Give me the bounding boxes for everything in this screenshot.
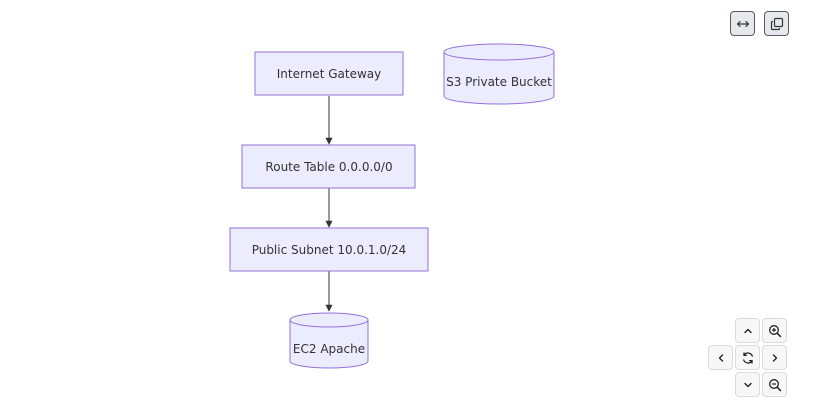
chevron-up-icon [743,328,752,333]
refresh-icon [742,351,753,364]
node-ec2-apache-label: EC2 Apache [293,342,365,356]
zoom-out-icon [768,378,781,391]
node-internet-gateway-label: Internet Gateway [277,67,381,81]
pan-down-button[interactable] [735,372,760,397]
node-s3-private-bucket-label: S3 Private Bucket [446,75,552,89]
node-route-table-label: Route Table 0.0.0.0/0 [265,160,392,174]
zoom-in-icon [768,324,781,337]
arrows-horizontal-icon [736,20,749,27]
chevron-down-icon [743,382,752,387]
chevron-right-icon [772,353,777,362]
node-public-subnet-label: Public Subnet 10.0.1.0/24 [252,243,407,257]
node-route-table[interactable]: Route Table 0.0.0.0/0 [241,144,416,189]
node-s3-private-bucket[interactable]: S3 Private Bucket [443,43,555,105]
node-ec2-apache[interactable]: EC2 Apache [289,312,369,369]
chevron-left-icon [718,353,723,362]
node-public-subnet[interactable]: Public Subnet 10.0.1.0/24 [229,227,429,272]
reset-view-button[interactable] [735,345,760,370]
pan-left-button[interactable] [708,345,733,370]
zoom-out-button[interactable] [762,372,787,397]
node-internet-gateway[interactable]: Internet Gateway [254,51,404,96]
zoom-in-button[interactable] [762,318,787,343]
fit-width-button[interactable] [730,11,755,36]
pan-up-button[interactable] [735,318,760,343]
copy-button[interactable] [764,11,789,36]
pan-right-button[interactable] [762,345,787,370]
copy-icon [770,17,783,30]
